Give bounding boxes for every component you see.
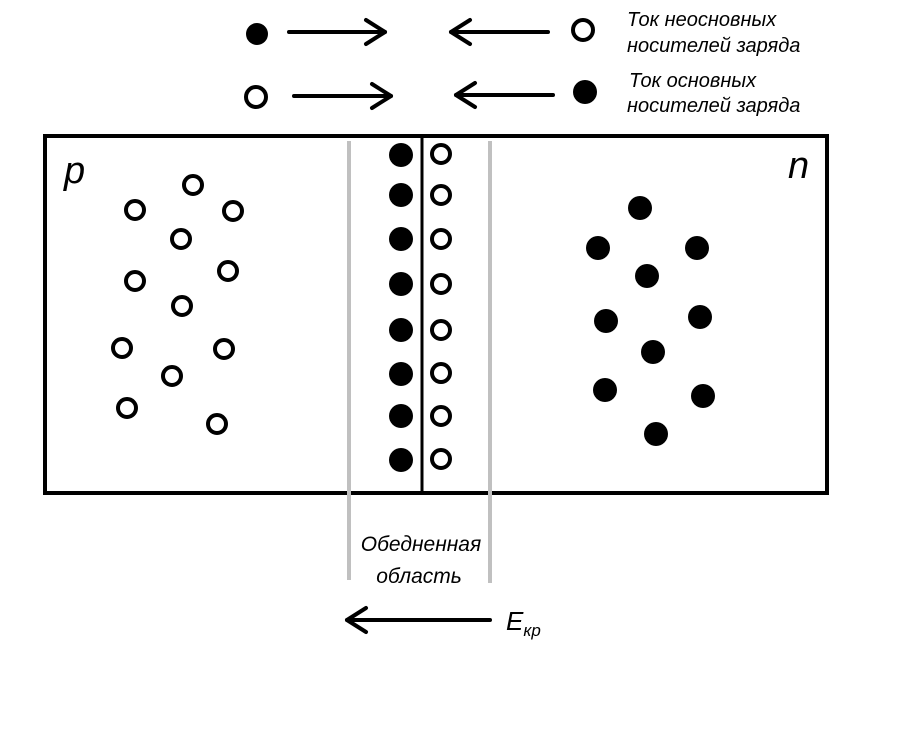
arrow-right-icon: [287, 18, 387, 46]
electron-carrier: [586, 236, 610, 260]
ion-filled: [389, 272, 413, 296]
electron-carrier: [691, 384, 715, 408]
legend-majority-row: Ток основных носителей заряда: [244, 70, 800, 117]
electron-carrier: [641, 340, 665, 364]
p-region-carriers: [111, 174, 244, 435]
ion-filled: [389, 143, 413, 167]
legend-minority-label-line2: носителей заряда: [627, 35, 800, 57]
ion-hollow: [430, 184, 452, 206]
depletion-filled-column: [389, 143, 413, 472]
hole-carrier: [124, 199, 146, 221]
legend-filled-dot-icon: [573, 80, 597, 104]
arrow-right-icon: [292, 82, 393, 110]
hole-carrier: [161, 365, 183, 387]
p-region-label: p: [63, 150, 85, 192]
hole-carrier: [217, 260, 239, 282]
n-region-label: n: [788, 145, 809, 187]
field-label: Eкр: [506, 606, 541, 640]
hole-carrier: [213, 338, 235, 360]
hole-carrier: [111, 337, 133, 359]
ion-filled: [389, 183, 413, 207]
field-label-subscript: кр: [523, 621, 540, 640]
ion-filled: [389, 318, 413, 342]
ion-hollow: [430, 405, 452, 427]
ion-filled: [389, 448, 413, 472]
electron-carrier: [635, 264, 659, 288]
hole-carrier: [222, 200, 244, 222]
electron-carrier: [594, 309, 618, 333]
semiconductor-box: [43, 134, 829, 495]
electron-carrier: [644, 422, 668, 446]
ion-filled: [389, 227, 413, 251]
hole-carrier: [182, 174, 204, 196]
legend-minority-label-line1: Ток неосновных: [627, 9, 777, 31]
ion-hollow: [430, 362, 452, 384]
electron-carrier: [688, 305, 712, 329]
ion-filled: [389, 362, 413, 386]
legend-filled-dot-icon: [246, 23, 268, 45]
ion-hollow: [430, 319, 452, 341]
electron-carrier: [593, 378, 617, 402]
n-region-carriers: [586, 196, 715, 446]
legend-hollow-dot-icon: [571, 18, 595, 42]
field-arrow-icon: [345, 606, 492, 634]
ion-hollow: [430, 273, 452, 295]
legend-majority-label-line2: носителей заряда: [627, 95, 800, 117]
depletion-label-line2: область: [376, 565, 462, 588]
arrow-left-icon: [454, 81, 555, 109]
hole-carrier: [206, 413, 228, 435]
legend-minority-row: Ток неосновных носителей заряда: [246, 9, 800, 57]
hole-carrier: [171, 295, 193, 317]
hole-carrier: [170, 228, 192, 250]
depletion-hollow-column: [430, 143, 452, 470]
legend-hollow-dot-icon: [244, 85, 268, 109]
depletion-label-line1: Обедненная: [361, 533, 481, 556]
arrow-left-icon: [449, 18, 550, 46]
electron-carrier: [628, 196, 652, 220]
hole-carrier: [116, 397, 138, 419]
ion-hollow: [430, 228, 452, 250]
ion-filled: [389, 404, 413, 428]
ion-hollow: [430, 448, 452, 470]
ion-hollow: [430, 143, 452, 165]
hole-carrier: [124, 270, 146, 292]
field-label-main: E: [506, 606, 524, 636]
electron-carrier: [685, 236, 709, 260]
legend-majority-label-line1: Ток основных: [629, 70, 757, 92]
